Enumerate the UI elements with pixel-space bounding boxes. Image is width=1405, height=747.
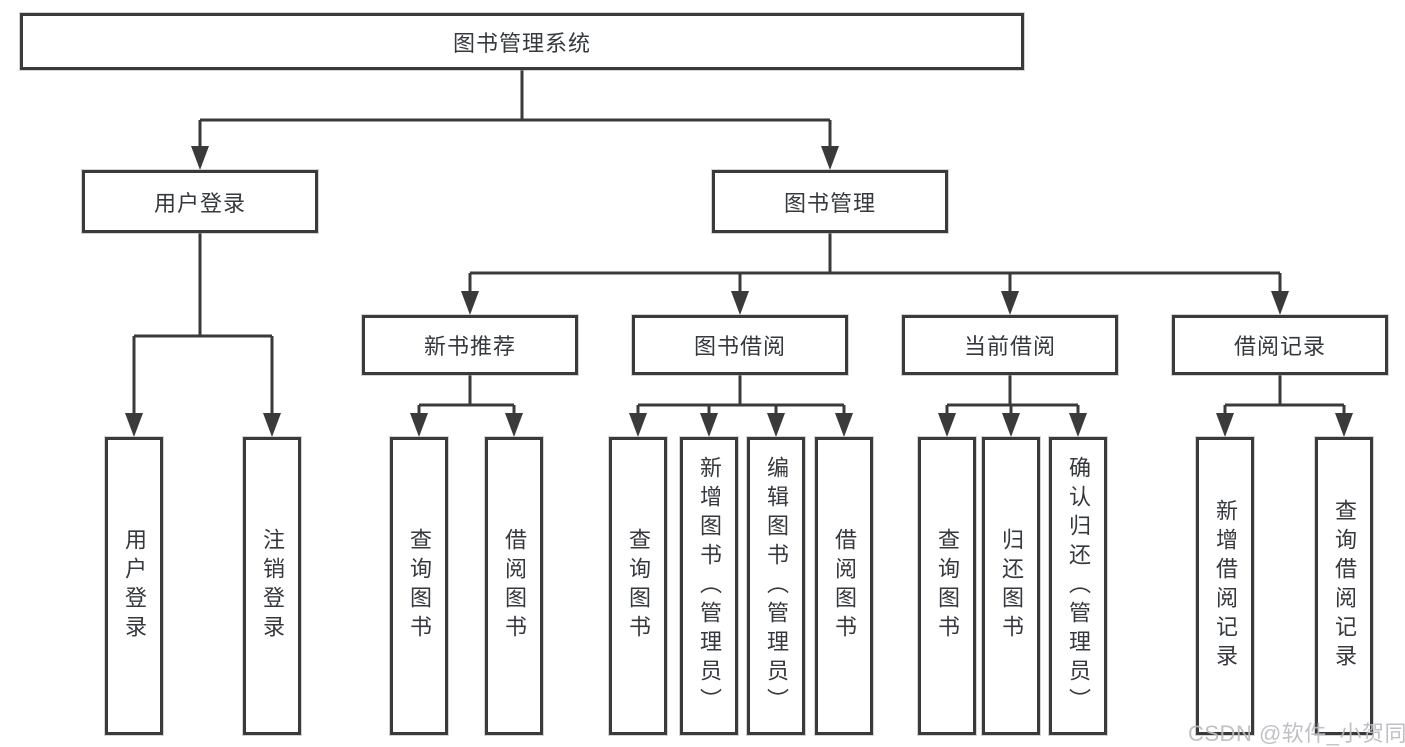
node-book-management: 图书管理 (712, 170, 948, 233)
leaf-user-login: 用户登录 (105, 437, 163, 735)
node-label: 图书借阅 (693, 334, 786, 359)
arrowheads (125, 146, 1353, 437)
leaf-newbook-query-books: 查询图书 (390, 437, 448, 735)
leaf-label: 查询图书 (626, 528, 651, 644)
leaf-borrow-add-books-admin: 新增图书（管理员） (680, 437, 738, 735)
node-current-borrowing: 当前借阅 (902, 315, 1118, 375)
leaf-label: 查询借阅记录 (1332, 499, 1357, 673)
node-label: 新书推荐 (423, 334, 516, 359)
leaf-label: 编辑图书（管理员） (764, 455, 789, 717)
leaf-current-query-books: 查询图书 (918, 437, 976, 735)
node-root-library-management-system: 图书管理系统 (20, 13, 1024, 70)
node-label: 用户登录 (153, 190, 246, 216)
csdn-watermark: CSDN @软件_小贺同学 (1188, 721, 1405, 746)
node-label: 图书管理系统 (452, 30, 591, 56)
node-label: 图书管理 (783, 190, 876, 216)
node-borrowing-records: 借阅记录 (1172, 315, 1388, 375)
leaf-borrow-query-books: 查询图书 (609, 437, 667, 735)
leaf-label: 用户登录 (122, 528, 147, 644)
node-label: 当前借阅 (963, 334, 1056, 359)
node-user-login: 用户登录 (82, 170, 318, 233)
leaf-logout: 注销登录 (243, 437, 301, 735)
leaf-label: 查询图书 (407, 528, 432, 644)
node-book-borrowing: 图书借阅 (632, 315, 848, 375)
leaf-borrow-borrow-books: 借阅图书 (815, 437, 873, 735)
node-label: 借阅记录 (1233, 334, 1326, 359)
leaf-records-add-borrow-record: 新增借阅记录 (1196, 437, 1254, 735)
leaf-label: 注销登录 (260, 528, 285, 644)
leaf-label: 新增借阅记录 (1213, 499, 1238, 673)
leaf-label: 借阅图书 (502, 528, 527, 644)
leaf-borrow-edit-books-admin: 编辑图书（管理员） (747, 437, 805, 735)
leaf-label: 借阅图书 (832, 528, 857, 644)
leaf-current-confirm-return-admin: 确认归还（管理员） (1049, 437, 1107, 735)
leaf-label: 新增图书（管理员） (697, 455, 722, 717)
leaf-records-query-borrow-record: 查询借阅记录 (1315, 437, 1373, 735)
leaf-label: 查询图书 (935, 528, 960, 644)
node-new-book-recommend: 新书推荐 (362, 315, 578, 375)
leaf-current-return-books: 归还图书 (982, 437, 1040, 735)
leaf-newbook-borrow-books: 借阅图书 (485, 437, 543, 735)
leaf-label: 归还图书 (999, 528, 1024, 644)
leaf-label: 确认归还（管理员） (1066, 455, 1091, 717)
